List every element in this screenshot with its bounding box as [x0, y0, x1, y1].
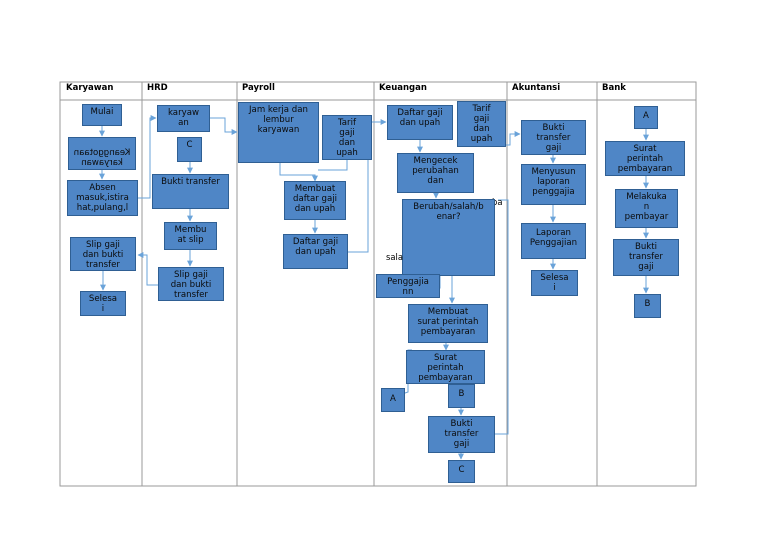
document-surat-keuangan: Surat perintah pembayaran	[406, 350, 485, 384]
data-karyawan: karyaw an	[157, 105, 210, 132]
lane-title-hrd: HRD	[147, 83, 168, 93]
process-absen: Absen masuk,istira hat,pulang,l	[67, 180, 138, 216]
branch-label-sala: sala	[386, 252, 403, 262]
document-bukti-keuangan: Bukti transfer gaji	[428, 416, 495, 453]
document-slip-gaji-karyawan: Slip gaji dan bukti transfer	[70, 237, 136, 271]
process-mengecek: Mengecek perubahan dan	[397, 153, 474, 193]
lane-title-bank: Bank	[602, 83, 626, 93]
connector-b-bank: B	[634, 294, 661, 318]
lane-title-payroll: Payroll	[242, 83, 275, 93]
process-melakukan: Melakuka n pembayar	[615, 189, 678, 228]
data-tarif-keuangan: Tarif gaji dan upah	[457, 101, 506, 147]
arrow	[318, 160, 348, 171]
lane-title-keuangan: Keuangan	[379, 83, 427, 93]
lane-title-akuntansi: Akuntansi	[512, 83, 561, 93]
arrow	[137, 252, 158, 286]
lane-title-karyawan: Karyawan	[66, 83, 114, 93]
data-tarif-payroll: Tarif gaji dan upah	[322, 115, 372, 160]
process-menyusun: Menyusun laporan penggajia	[521, 164, 586, 205]
arrow	[279, 163, 318, 182]
diagram-frame	[59, 81, 697, 487]
document-surat-bank: Surat perintah pembayaran	[605, 141, 685, 176]
data-penggajian: Penggajia nn	[376, 274, 440, 298]
process-membuat-daftar: Membuat daftar gaji dan upah	[284, 181, 346, 220]
connector-a-bank: A	[634, 106, 658, 129]
document-slip-gaji-hrd: Slip gaji dan bukti transfer	[158, 267, 224, 301]
arrow	[138, 115, 157, 199]
document-keanggotaan: Keanggotaan karyawan	[68, 137, 136, 170]
arrow	[495, 199, 509, 435]
data-jam-kerja: Jam kerja dan lembur karyawan	[238, 102, 319, 163]
branch-label-ba: ba	[492, 197, 503, 207]
connector-a-keuangan: A	[381, 388, 405, 412]
arrow	[210, 117, 238, 135]
document-daftar-gaji-keuangan: Daftar gaji dan upah	[387, 105, 453, 140]
arrow	[348, 119, 387, 253]
document-bukti-akuntansi: Bukti transfer gaji	[521, 120, 586, 155]
decision-berubah: Berubah/salah/b enar?	[402, 199, 495, 276]
document-bukti-bank: Bukti transfer gaji	[613, 239, 679, 276]
document-laporan: Laporan Penggajian	[521, 223, 586, 259]
document-daftar-gaji-payroll: Daftar gaji dan upah	[283, 234, 348, 269]
document-bukti-transfer-hrd: Bukti transfer	[152, 174, 229, 209]
end-terminator-karyawan: Selesa i	[80, 291, 126, 316]
process-membuat-slip: Membu at slip	[164, 222, 217, 250]
start-terminator: Mulai	[82, 104, 122, 126]
connector-b-keuangan: B	[448, 384, 475, 408]
end-terminator-akuntansi: Selesa i	[531, 270, 578, 296]
connector-c-hrd: C	[177, 137, 202, 162]
connector-c-keuangan: C	[448, 460, 475, 483]
process-membuat-surat: Membuat surat perintah pembayaran	[408, 304, 488, 343]
